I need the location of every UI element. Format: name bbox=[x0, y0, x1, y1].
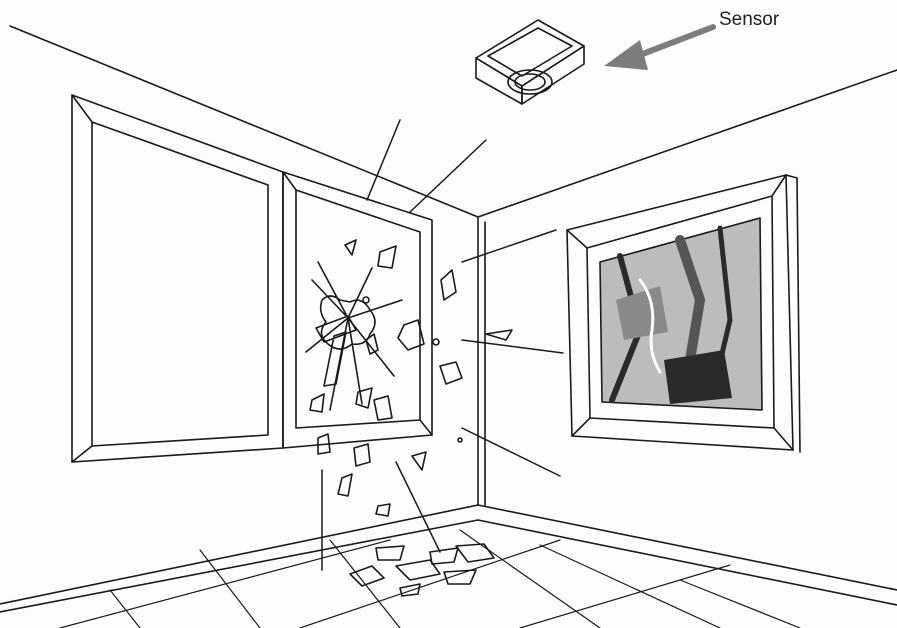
ceiling-sensor-icon bbox=[476, 20, 584, 104]
glass-shards bbox=[310, 240, 512, 516]
window-broken-pane bbox=[283, 172, 432, 448]
sound-wave-lines bbox=[322, 120, 563, 570]
arrow-icon bbox=[604, 27, 713, 70]
window-left-pane bbox=[72, 95, 283, 462]
sensor-label: Sensor bbox=[719, 9, 779, 31]
painting-canvas bbox=[600, 218, 762, 410]
room-walls bbox=[0, 26, 897, 612]
floor-glass-debris bbox=[350, 544, 494, 596]
